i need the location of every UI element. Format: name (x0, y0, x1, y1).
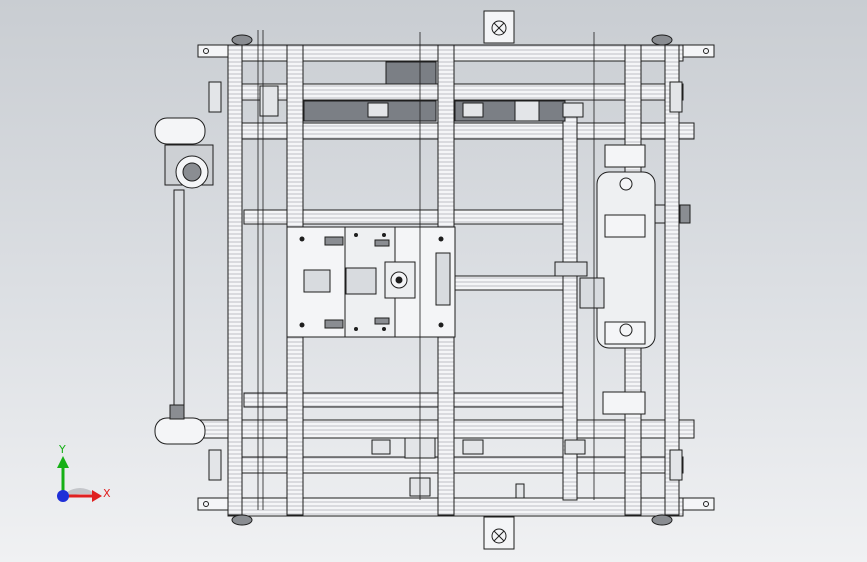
right-linear-module[interactable] (554, 144, 691, 415)
triad-y-label: Y (59, 443, 66, 456)
center-carriage-plate[interactable] (286, 226, 456, 338)
bottom-motor-mount[interactable] (483, 516, 515, 550)
left-pulley-arm[interactable] (154, 117, 214, 445)
bearing-blocks (208, 81, 683, 499)
z-axis-dot (57, 490, 69, 502)
timing-belts (257, 30, 595, 510)
casters (231, 34, 673, 526)
triad-x-label: X (103, 487, 111, 500)
top-motor-mount[interactable] (483, 10, 515, 44)
